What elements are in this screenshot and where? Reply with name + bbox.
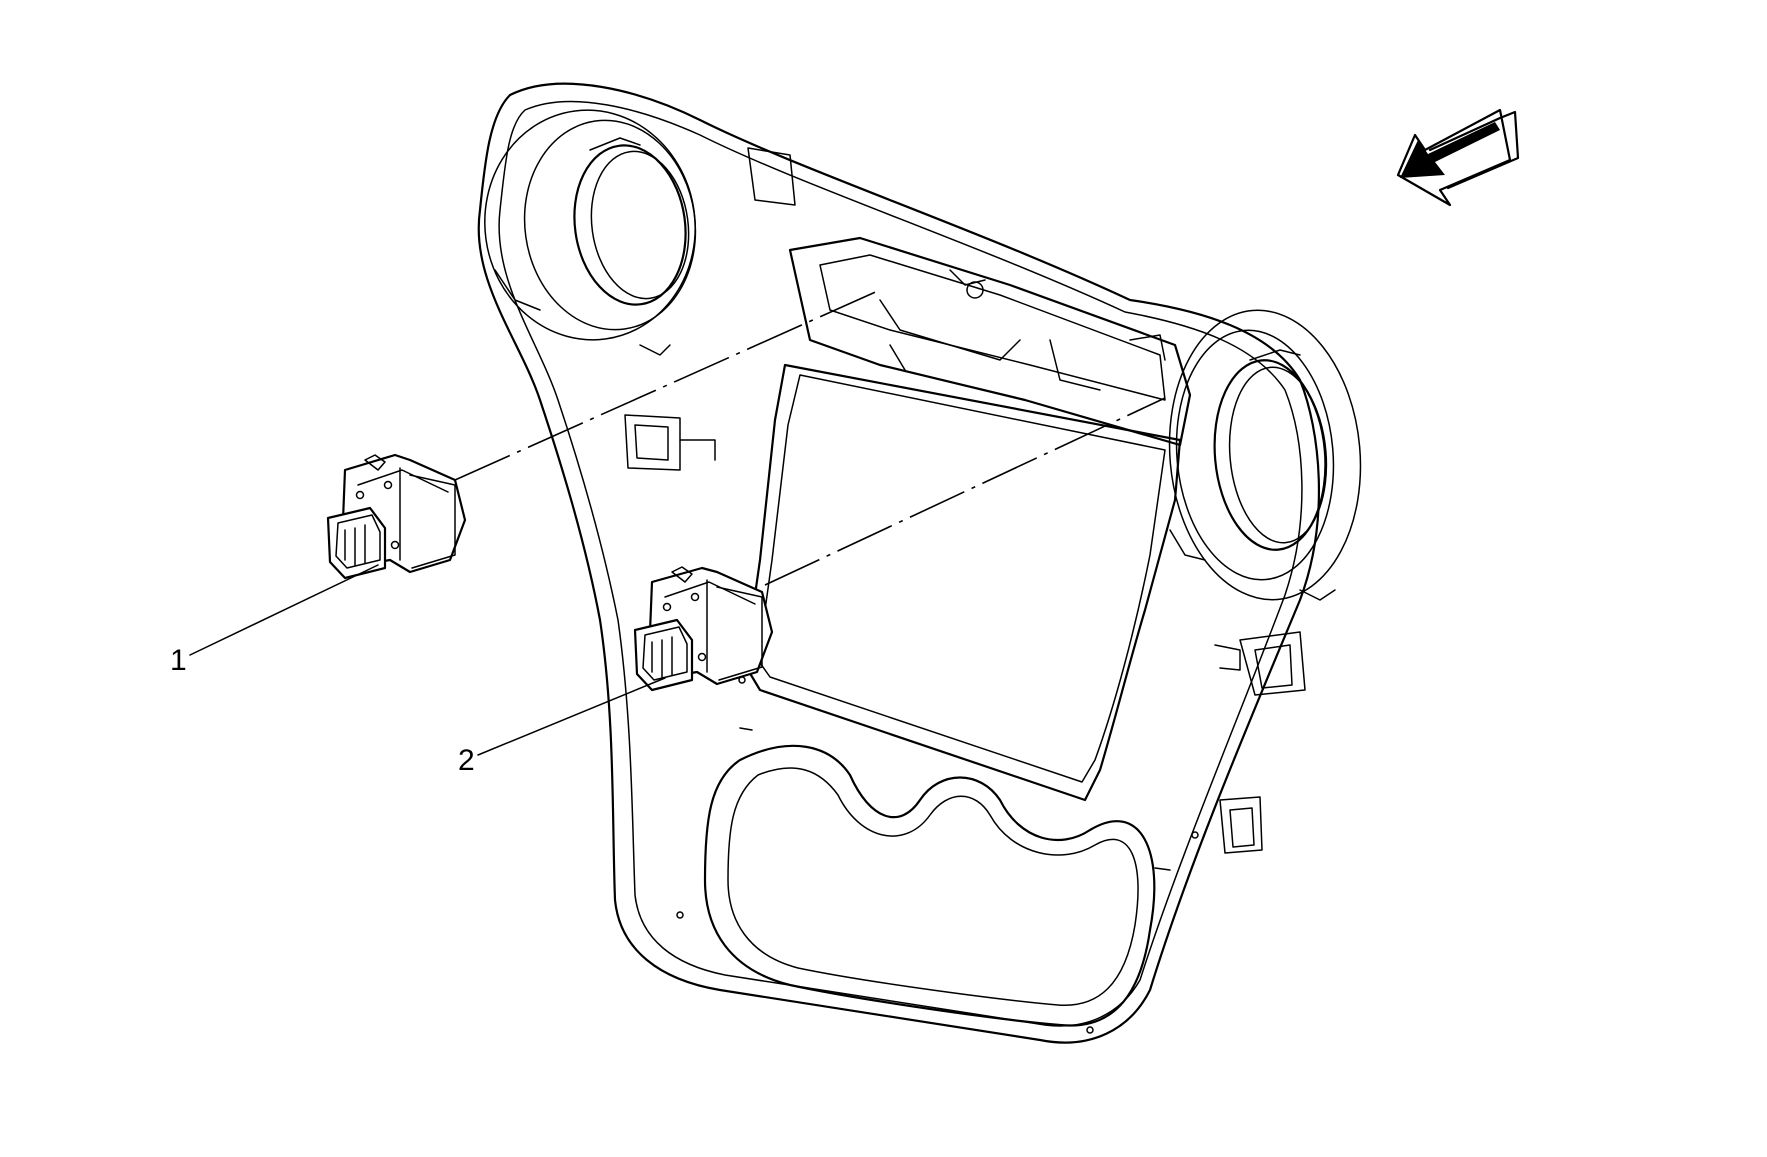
right-air-vent-ring [1168, 309, 1362, 601]
callout-2-leader [477, 677, 666, 756]
upper-bracket-area [788, 236, 1192, 447]
direction-arrow-icon [1396, 108, 1520, 207]
panel-clips [624, 147, 1306, 1034]
callout-1-label: 1 [170, 644, 187, 677]
instrument-panel-bezel [477, 82, 1321, 1044]
display-opening [743, 363, 1182, 802]
install-leader-lines [454, 289, 1166, 586]
lower-control-opening [703, 744, 1156, 1027]
switch-2 [633, 566, 774, 692]
switch-1 [326, 453, 467, 580]
left-air-vent-ring [484, 109, 697, 356]
callout-leaders [189, 564, 666, 756]
callout-2-label: 2 [458, 744, 475, 777]
callout-1-leader [189, 564, 379, 656]
